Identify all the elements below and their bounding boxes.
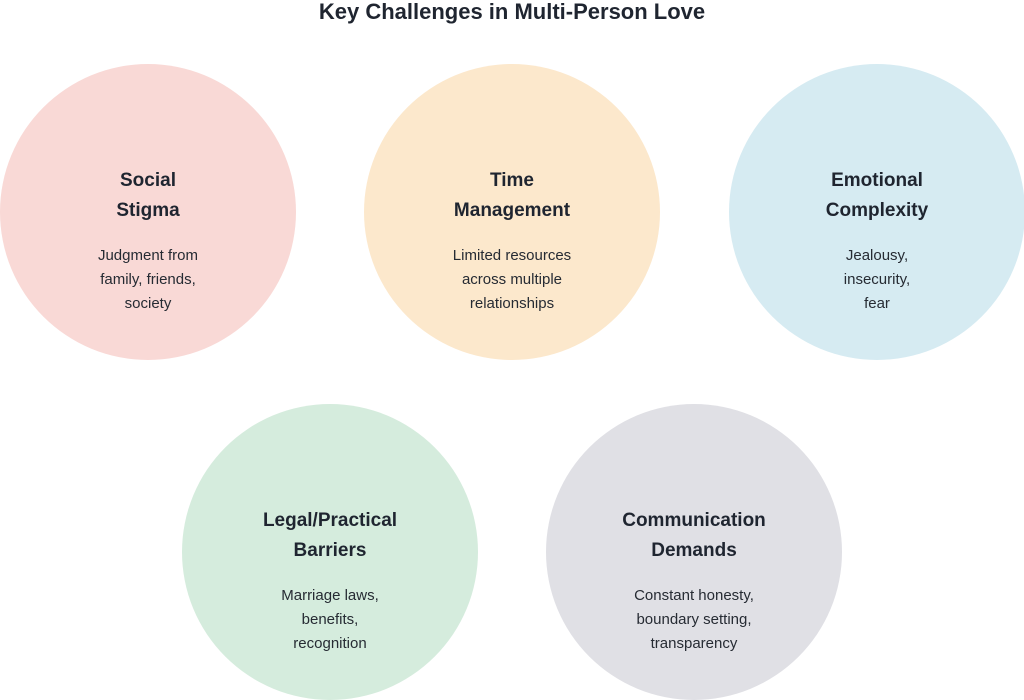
description-line: insecurity, <box>843 271 911 288</box>
description-line: recognition <box>293 635 367 652</box>
description-line: fear <box>864 295 890 312</box>
description-line: relationships <box>469 295 555 312</box>
description-line: boundary setting, <box>636 611 752 628</box>
challenge-description: Jealousy, insecurity, fear <box>729 244 1024 316</box>
challenge-heading: Communication Demands <box>546 506 842 566</box>
description-line: Marriage laws, <box>281 587 379 604</box>
heading-line: Demands <box>651 540 737 561</box>
description-line: society <box>124 295 172 312</box>
heading-line: Stigma <box>116 200 180 221</box>
heading-line: Time <box>489 170 534 191</box>
challenge-heading: Legal/Practical Barriers <box>182 506 478 566</box>
description-line: across multiple <box>461 271 563 288</box>
heading-line: Complexity <box>825 200 929 221</box>
heading-line: Emotional <box>831 170 923 191</box>
description-line: benefits, <box>301 611 359 628</box>
description-line: Jealousy, <box>845 247 909 264</box>
heading-line: Legal/Practical <box>262 510 398 531</box>
challenge-heading: Emotional Complexity <box>729 166 1024 226</box>
description-line: Limited resources <box>452 247 572 264</box>
challenge-circle-social-stigma: Social Stigma Judgment from family, frie… <box>0 64 296 360</box>
challenge-heading: Time Management <box>364 166 660 226</box>
diagram-title: Key Challenges in Multi-Person Love <box>318 0 706 24</box>
challenge-circle-communication-demands: Communication Demands Constant honesty, … <box>546 404 842 700</box>
challenge-description: Marriage laws, benefits, recognition <box>182 584 478 656</box>
description-line: family, friends, <box>100 271 196 288</box>
heading-line: Barriers <box>293 540 367 561</box>
heading-line: Communication <box>622 510 766 531</box>
heading-line: Social <box>120 170 176 191</box>
challenge-circle-time-management: Time Management Limited resources across… <box>364 64 660 360</box>
description-line: Judgment from <box>97 247 199 264</box>
description-line: Constant honesty, <box>634 587 754 604</box>
challenge-heading: Social Stigma <box>0 166 296 226</box>
challenge-description: Constant honesty, boundary setting, tran… <box>546 584 842 656</box>
challenge-circle-legal-practical-barriers: Legal/Practical Barriers Marriage laws, … <box>182 404 478 700</box>
challenge-circle-emotional-complexity: Emotional Complexity Jealousy, insecurit… <box>729 64 1024 360</box>
description-line: transparency <box>650 635 738 652</box>
heading-line: Management <box>453 200 571 221</box>
challenge-description: Judgment from family, friends, society <box>0 244 296 316</box>
challenge-description: Limited resources across multiple relati… <box>364 244 660 316</box>
